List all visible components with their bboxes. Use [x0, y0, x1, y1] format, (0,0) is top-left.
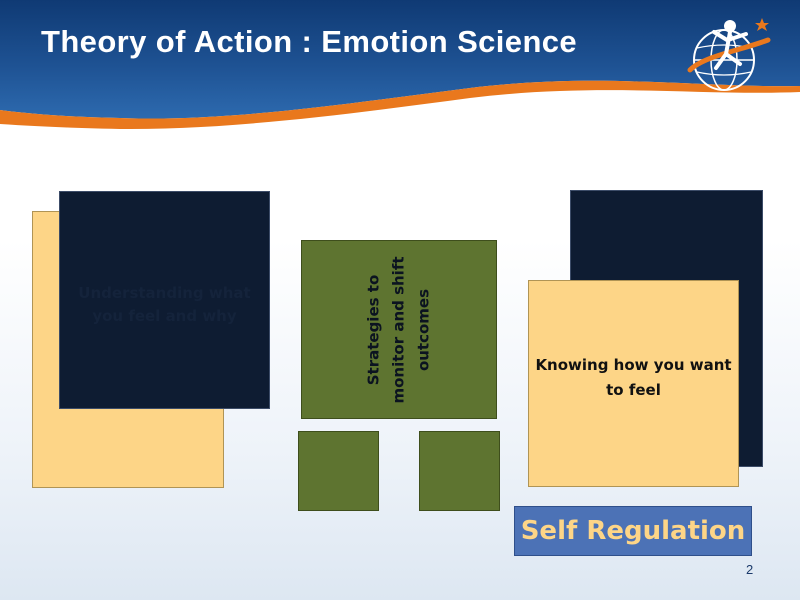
understanding-box: Understanding what you feel and why: [59, 191, 270, 409]
strategies-box: Strategies to monitor and shift outcomes: [301, 240, 497, 419]
knowing-box: Knowing how you want to feel: [528, 280, 739, 487]
strategies-text: Strategies to monitor and shift outcomes: [364, 255, 433, 404]
header-banner: [0, 0, 800, 130]
slide-header: Theory of Action : Emotion Science: [0, 0, 800, 140]
green-square-right: [419, 431, 500, 511]
self-regulation-label: Self Regulation: [514, 506, 752, 556]
globe-runner-star-logo-icon: [687, 18, 771, 91]
page-number: 2: [746, 562, 754, 577]
slide-title: Theory of Action : Emotion Science: [41, 24, 578, 59]
green-square-left: [298, 431, 379, 511]
knowing-text: Knowing how you want to feel: [535, 356, 732, 399]
understanding-text: Understanding what you feel and why: [78, 284, 251, 325]
